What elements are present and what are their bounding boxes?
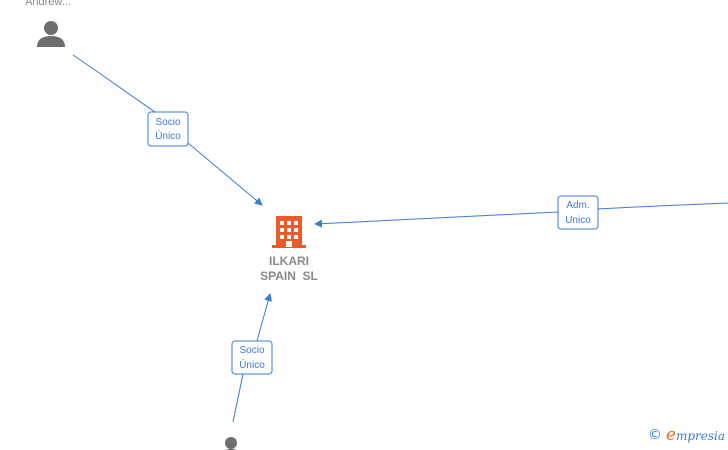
brand-initial: e <box>665 425 676 445</box>
edge-line <box>232 373 244 423</box>
edge-label-line2: Único <box>239 358 265 371</box>
person-icon <box>224 437 238 450</box>
edge-label-box[interactable] <box>557 195 599 230</box>
edge-label-line2: Único <box>155 129 181 142</box>
edge-arrow <box>256 293 272 342</box>
edge-label-line1: Socio <box>155 117 180 128</box>
edge-label-line1: Socio <box>239 345 264 356</box>
company-node[interactable]: ILKARI SPAIN SL <box>260 216 318 283</box>
edge-arrow <box>314 211 559 228</box>
building-icon <box>272 216 306 248</box>
person-node-bottom[interactable] <box>220 437 242 450</box>
edge-arrow <box>187 142 263 206</box>
edge-adm-unico: Adm. Unico <box>314 195 728 230</box>
edge-line <box>72 54 156 113</box>
brand-rest: mpresia <box>675 429 725 443</box>
copyright-icon: © <box>647 427 662 443</box>
edge-label-line2: Unico <box>565 215 591 226</box>
edge-socio-unico-top: Socio Único <box>72 54 263 206</box>
person-node-andrew[interactable]: Andrew... <box>25 0 71 47</box>
edge-label-box[interactable] <box>231 340 273 375</box>
company-name-line2: SPAIN SL <box>260 269 318 283</box>
edge-line <box>597 202 728 210</box>
edge-label-box[interactable] <box>147 111 189 147</box>
empresia-watermark: © empresia <box>648 425 725 445</box>
brand-logo: empresia <box>666 425 725 445</box>
edge-label-line1: Adm. <box>566 200 589 211</box>
company-name-line1: ILKARI <box>269 254 309 268</box>
person-icon <box>37 21 65 47</box>
edge-socio-unico-bottom: Socio Único <box>231 293 273 423</box>
person-name: Andrew... <box>25 0 71 8</box>
